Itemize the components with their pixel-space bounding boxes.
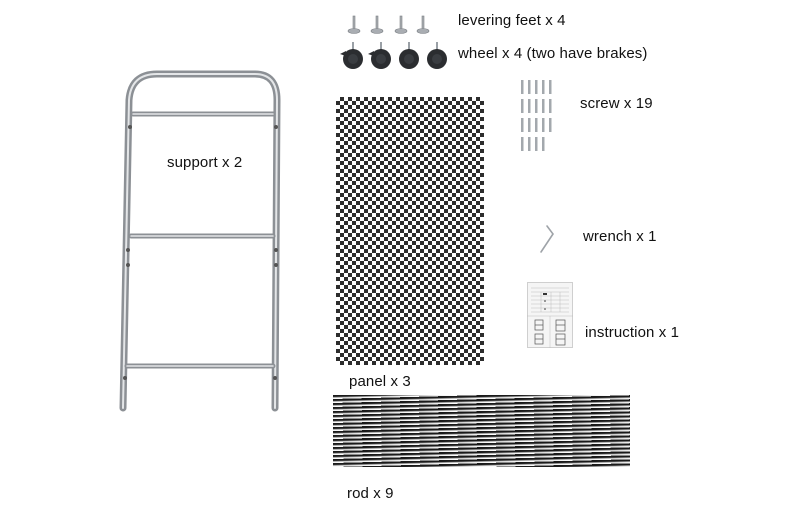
caster-wheel-icon bbox=[340, 42, 447, 69]
support-frame-icon bbox=[119, 70, 281, 412]
screw-label: screw x 19 bbox=[580, 95, 653, 112]
panel-label: panel x 3 bbox=[349, 373, 411, 390]
instruction-illustration bbox=[527, 282, 573, 348]
levering-feet-illustration bbox=[343, 14, 433, 36]
levering-foot-icon bbox=[347, 15, 430, 34]
screw-icon bbox=[521, 80, 552, 151]
rod-label: rod x 9 bbox=[347, 485, 394, 502]
panel-illustration bbox=[336, 97, 484, 365]
instruction-sheet-icon bbox=[527, 282, 573, 348]
screws-illustration bbox=[520, 80, 556, 155]
wrench-label: wrench x 1 bbox=[583, 228, 657, 245]
instruction-label: instruction x 1 bbox=[585, 324, 680, 341]
rods-illustration bbox=[333, 395, 630, 467]
support-illustration bbox=[113, 70, 283, 412]
wrench-illustration bbox=[537, 224, 557, 254]
wheel-label: wheel x 4 (two have brakes) bbox=[458, 45, 648, 62]
wheels-illustration bbox=[338, 40, 453, 72]
levering-feet-label: levering feet x 4 bbox=[458, 12, 566, 29]
hex-wrench-icon bbox=[540, 225, 554, 253]
support-label: support x 2 bbox=[167, 154, 243, 171]
